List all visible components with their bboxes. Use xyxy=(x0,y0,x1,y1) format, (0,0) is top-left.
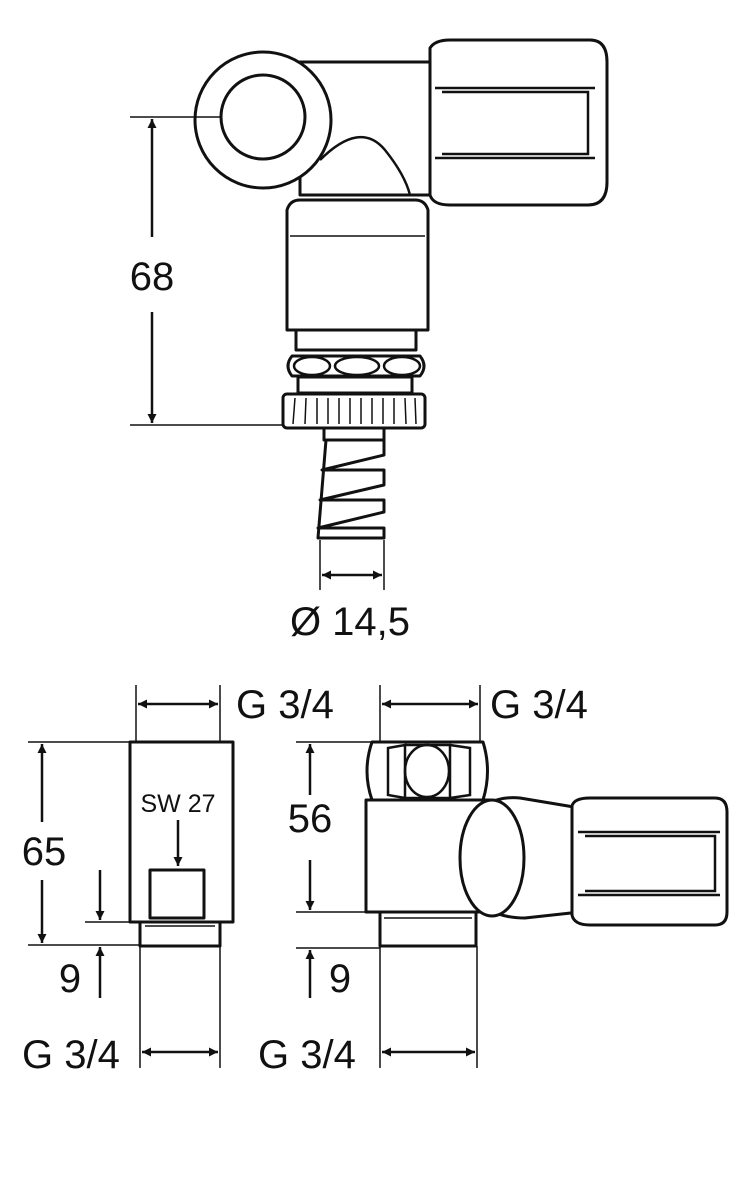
bottom-right-valve-drawing: G 3/4 56 9 G 3/4 xyxy=(258,683,729,1077)
thread-length-label: 9 xyxy=(329,957,351,1001)
top-thread-label: G 3/4 xyxy=(236,683,334,727)
stem-collar xyxy=(285,198,430,332)
bottom-thread-label: G 3/4 xyxy=(22,1033,120,1077)
top-hex-nut xyxy=(365,740,489,802)
side-handle xyxy=(570,796,729,927)
hose-diameter-dimension: Ø 14,5 xyxy=(290,540,410,644)
valve-handle xyxy=(428,38,609,207)
hex-nut xyxy=(286,354,426,378)
bottom-thread-label: G 3/4 xyxy=(258,1033,356,1077)
height-label: 56 xyxy=(288,797,333,841)
height-label: 68 xyxy=(130,255,175,299)
top-valve-drawing: 68 Ø 14,5 xyxy=(130,38,609,644)
wrench-size-label: SW 27 xyxy=(140,790,215,818)
hose-diameter-label: Ø 14,5 xyxy=(290,600,410,644)
top-thread-label: G 3/4 xyxy=(490,683,588,727)
height-dimension-68: 68 xyxy=(130,116,283,426)
wrench-flat xyxy=(148,868,206,920)
thread-length-label: 9 xyxy=(59,957,81,1001)
thread-stub xyxy=(378,910,478,948)
height-label: 65 xyxy=(22,830,67,874)
knurled-coupling xyxy=(281,392,427,430)
hose-nozzle xyxy=(316,426,386,540)
bottom-left-adapter-drawing: G 3/4 SW 27 65 9 G 3/4 xyxy=(22,683,334,1077)
